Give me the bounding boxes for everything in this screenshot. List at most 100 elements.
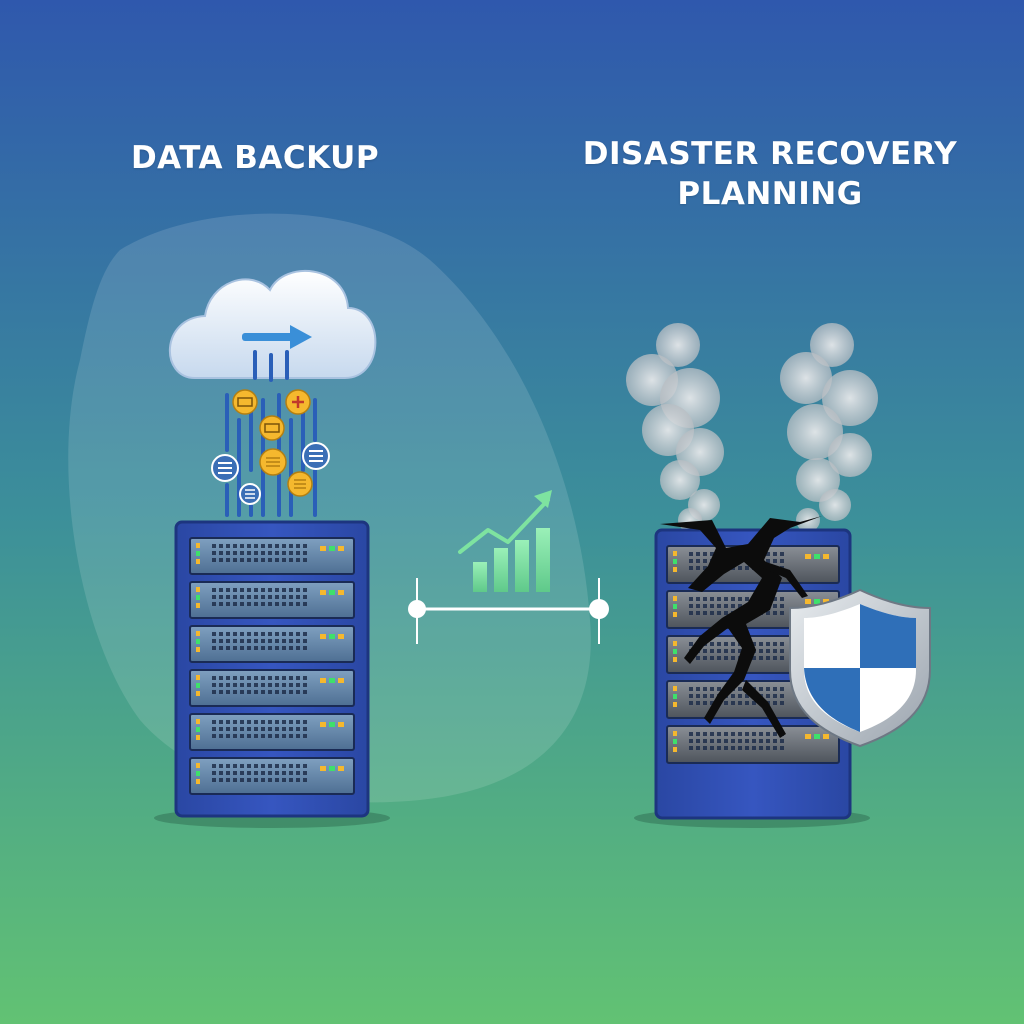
server-vent [703,597,707,601]
server-vent [282,602,286,606]
server-vent [282,676,286,680]
server-vent [766,559,770,563]
server-vent [689,642,693,646]
server-led [196,771,200,776]
server-vent [724,739,728,743]
server-vent [759,649,763,653]
server-vent [766,642,770,646]
server-vent [268,683,272,687]
server-vent [696,566,700,570]
server-vent [261,771,265,775]
server-vent [289,595,293,599]
server-vent [773,739,777,743]
server-vent [296,778,300,782]
server-vent [738,701,742,705]
server-vent [240,639,244,643]
server-vent [303,778,307,782]
server-vent [268,734,272,738]
server-vent [703,649,707,653]
server-vent [268,771,272,775]
server-led [673,657,677,662]
server-vent [233,676,237,680]
server-vent [261,727,265,731]
server-rack-icon [154,520,390,828]
server-led [673,641,677,646]
server-vent [724,649,728,653]
server-vent [696,739,700,743]
server-vent [282,764,286,768]
server-vent [233,646,237,650]
server-vent [226,771,230,775]
server-vent [731,649,735,653]
server-vent [226,544,230,548]
server-vent [275,676,279,680]
server-vent [212,646,216,650]
crack-icon [660,516,822,738]
server-vent [226,602,230,606]
server-led [673,747,677,752]
server-indicator [320,590,326,595]
disaster-recovery-title: DISASTER RECOVERY PLANNING [560,134,980,214]
server-vent [275,558,279,562]
server-vent [261,639,265,643]
server-vent [724,642,728,646]
server-vent [303,544,307,548]
server-vent [268,551,272,555]
server-vent [296,720,300,724]
server-vent [268,544,272,548]
server-vent [212,727,216,731]
server-indicator [338,678,344,683]
server-vent [296,639,300,643]
server-vent [226,720,230,724]
server-vent [745,597,749,601]
server-vent [282,683,286,687]
server-vent [773,552,777,556]
server-vent [689,732,693,736]
server-vent [282,727,286,731]
server-vent [247,683,251,687]
server-vent [773,597,777,601]
server-vent [240,558,244,562]
server-vent [282,632,286,636]
server-vent [282,595,286,599]
server-indicator [805,599,811,604]
server-vent [724,604,728,608]
server-vent [254,778,258,782]
server-vent [275,551,279,555]
server-vent [752,746,756,750]
server-vent [212,544,216,548]
server-vent [710,701,714,705]
server-vent [233,558,237,562]
server-vent [268,690,272,694]
server-vent [233,632,237,636]
server-vent [296,727,300,731]
server-unit [189,669,355,707]
server-vent [703,566,707,570]
server-vent [282,646,286,650]
server-vent [233,595,237,599]
server-vent [289,683,293,687]
server-vent [282,778,286,782]
server-vent [254,771,258,775]
server-vent [717,597,721,601]
server-vent [268,720,272,724]
server-indicator [338,722,344,727]
server-vent [268,558,272,562]
data-backup-title: DATA BACKUP [130,140,380,176]
server-vent [240,771,244,775]
server-vent [233,720,237,724]
server-led [673,739,677,744]
server-led [673,686,677,691]
server-vent [717,732,721,736]
server-vent [710,642,714,646]
server-vent [773,687,777,691]
server-vent [240,646,244,650]
server-vent [247,764,251,768]
server-vent [703,611,707,615]
server-led [196,543,200,548]
server-indicator [805,554,811,559]
server-vent [780,649,784,653]
server-vent [240,720,244,724]
server-vent [759,642,763,646]
server-vent [745,739,749,743]
